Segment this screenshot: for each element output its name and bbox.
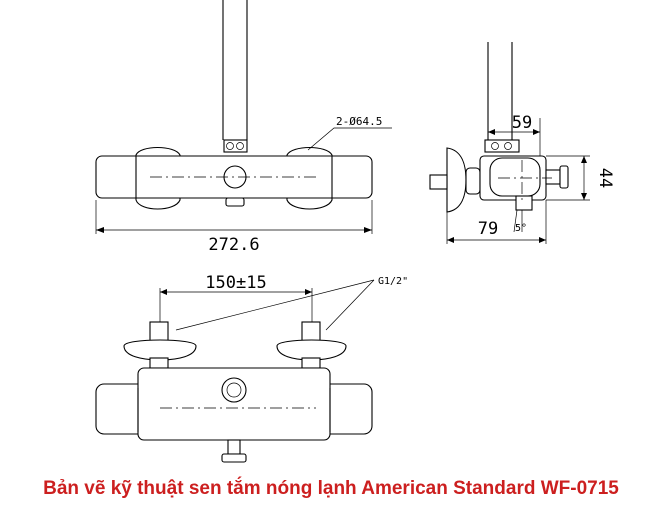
side-angle-label: 5°: [515, 223, 527, 234]
front-view: [95, 0, 392, 234]
side-top-label: 59: [512, 113, 532, 133]
overall-width-label: 272.6: [208, 235, 259, 255]
side-view: [429, 42, 590, 244]
mount-hole-label: 2-Ø64.5: [336, 115, 382, 128]
inlet-spacing-label: 150±15: [205, 273, 266, 293]
drawing-caption: Bản vẽ kỹ thuật sen tắm nóng lạnh Americ…: [43, 478, 619, 499]
side-height-label: 44: [595, 168, 615, 188]
side-depth-label: 79: [478, 219, 498, 239]
bottom-view: [95, 279, 375, 463]
thread-label: G1/2": [378, 276, 408, 287]
